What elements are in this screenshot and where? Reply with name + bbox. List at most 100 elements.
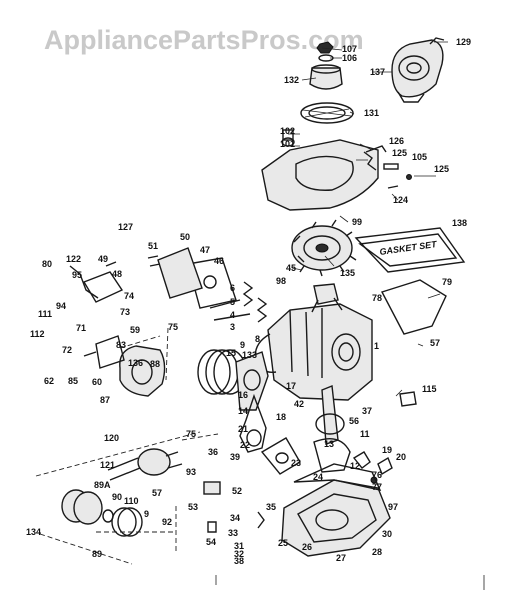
part-label-90: 90 <box>112 492 122 502</box>
part-label-9: 9 <box>240 340 245 350</box>
flywheel-screen[interactable] <box>300 102 354 124</box>
part-label-6: 6 <box>230 283 235 293</box>
part-label-131: 131 <box>364 108 379 118</box>
ignition-module[interactable] <box>311 283 343 313</box>
gas-tank-cap[interactable] <box>203 481 265 533</box>
part-label-136: 136 <box>128 358 143 368</box>
part-label-72: 72 <box>62 345 72 355</box>
part-label-132: 132 <box>284 75 299 85</box>
sump-plate-lower[interactable] <box>380 279 447 407</box>
base-gasket[interactable] <box>293 463 382 491</box>
rewind-starter-assembly[interactable] <box>391 37 445 103</box>
part-label-126: 126 <box>389 136 404 146</box>
part-label-27: 27 <box>336 553 346 563</box>
part-label-20: 20 <box>396 452 406 462</box>
part-label-16: 16 <box>238 390 248 400</box>
part-label-89: 89 <box>92 549 102 559</box>
part-label-32: 32 <box>234 549 244 559</box>
part-label-36: 36 <box>208 447 218 457</box>
part-label-28: 28 <box>372 547 382 557</box>
part-label-89a: 89A <box>94 480 111 490</box>
cylinder-head-gasket[interactable] <box>187 257 237 309</box>
part-label-80: 80 <box>42 259 52 269</box>
part-label-56: 56 <box>349 416 359 426</box>
muffler[interactable] <box>107 448 183 481</box>
part-label-23: 23 <box>291 458 301 468</box>
part-label-18: 18 <box>276 412 286 422</box>
connecting-rod[interactable] <box>239 393 267 453</box>
part-label-8: 8 <box>255 334 260 344</box>
part-label-88: 88 <box>150 359 160 369</box>
part-label-93: 93 <box>186 467 196 477</box>
part-label-57b: 57 <box>152 488 162 498</box>
part-label-124: 124 <box>393 195 408 205</box>
part-label-62: 62 <box>44 376 54 386</box>
cylinder-block[interactable] <box>254 303 373 401</box>
valve-springs[interactable] <box>209 281 268 323</box>
part-label-9b: 9 <box>144 509 149 519</box>
part-label-17: 17 <box>286 381 296 391</box>
piston[interactable] <box>235 351 269 411</box>
part-label-60: 60 <box>92 377 102 387</box>
part-label-59: 59 <box>130 325 140 335</box>
part-label-50: 50 <box>180 232 190 242</box>
linkage-spring[interactable] <box>363 151 412 189</box>
part-label-35: 35 <box>266 502 276 512</box>
breather-cover[interactable] <box>147 247 203 299</box>
air-cleaner-element[interactable] <box>61 489 143 537</box>
part-label-78: 78 <box>372 293 382 303</box>
crankshaft[interactable] <box>313 385 351 473</box>
part-label-112: 112 <box>30 329 45 339</box>
part-label-26: 26 <box>302 542 312 552</box>
part-label-76: 76 <box>372 470 382 480</box>
part-label-97: 97 <box>388 502 398 512</box>
part-label-98: 98 <box>276 276 286 286</box>
part-label-111: 111 <box>38 309 52 319</box>
part-label-135: 135 <box>340 268 355 278</box>
gasket-set-box[interactable]: GASKET SET <box>354 227 466 273</box>
part-label-106: 106 <box>342 53 357 63</box>
part-label-46: 46 <box>214 256 224 266</box>
part-label-73: 73 <box>120 307 130 317</box>
part-label-47: 47 <box>200 245 210 255</box>
part-label-33: 33 <box>228 528 238 538</box>
part-label-38: 38 <box>234 556 244 566</box>
part-label-99: 99 <box>352 217 362 227</box>
part-label-52: 52 <box>232 486 242 496</box>
part-label-77: 77 <box>372 482 382 492</box>
part-label-39: 39 <box>230 452 240 462</box>
flywheel[interactable] <box>291 219 357 277</box>
part-label-101: 101 <box>280 139 295 149</box>
part-label-13: 13 <box>324 439 334 449</box>
part-label-34: 34 <box>230 513 240 523</box>
part-label-107: 107 <box>342 44 357 54</box>
camshaft[interactable] <box>260 437 301 475</box>
part-label-45: 45 <box>286 263 296 273</box>
part-label-95: 95 <box>72 270 82 280</box>
engine-base-sump[interactable] <box>281 479 391 557</box>
part-label-37: 37 <box>362 406 372 416</box>
part-label-22: 22 <box>240 440 250 450</box>
part-label-134: 134 <box>26 527 41 537</box>
part-label-31: 31 <box>234 541 244 551</box>
part-label-54: 54 <box>206 537 216 547</box>
part-label-3: 3 <box>230 322 235 332</box>
part-label-110: 110 <box>124 496 139 506</box>
part-label-12: 12 <box>350 461 360 471</box>
part-label-25: 25 <box>278 538 288 548</box>
blower-housing[interactable] <box>261 129 387 211</box>
part-label-129: 129 <box>456 37 471 47</box>
throttle-linkage[interactable] <box>69 261 124 303</box>
part-label-21: 21 <box>238 424 248 434</box>
gasket-set-label: GASKET SET <box>379 239 439 257</box>
part-label-51: 51 <box>148 241 158 251</box>
starter-cup[interactable] <box>309 64 343 90</box>
carburetor[interactable] <box>83 335 166 397</box>
part-label-121: 121 <box>100 460 115 470</box>
part-label-79: 79 <box>442 277 452 287</box>
part-label-125a: 125 <box>392 148 407 158</box>
part-label-120: 120 <box>104 433 119 443</box>
starter-nut[interactable] <box>316 41 334 62</box>
